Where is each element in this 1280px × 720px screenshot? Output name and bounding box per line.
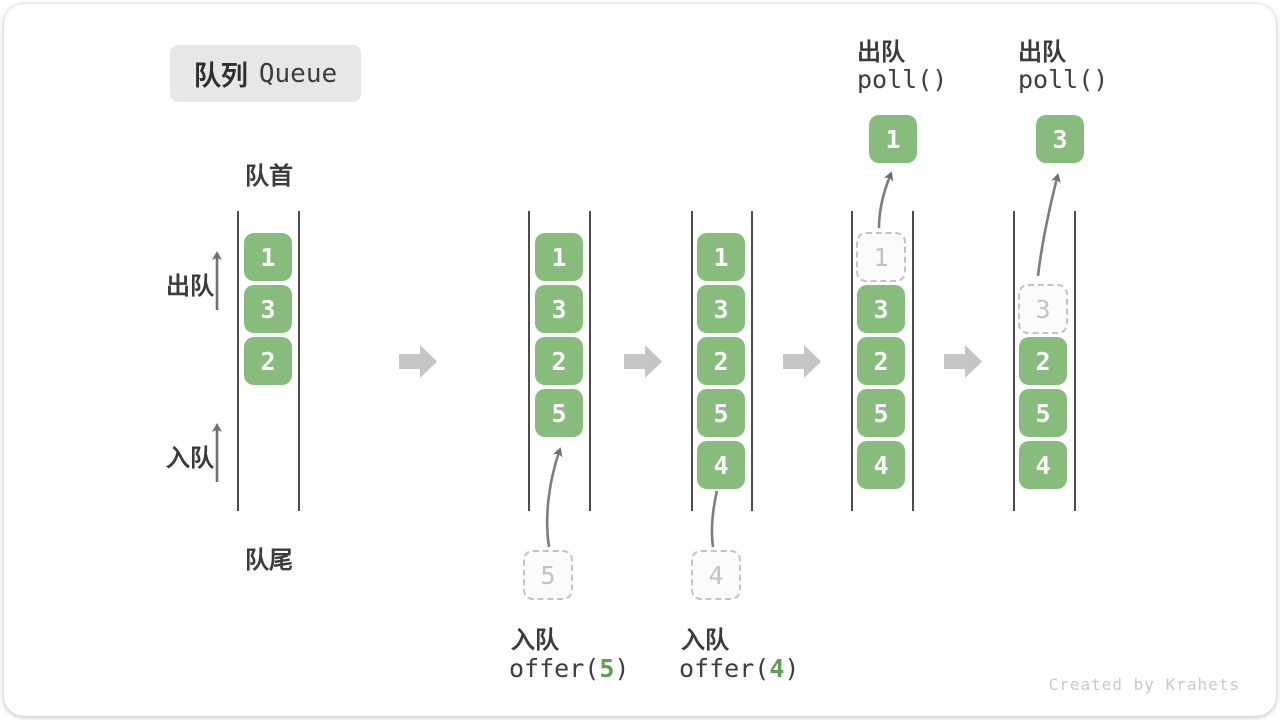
transition-arrow-icon — [399, 345, 437, 378]
queue-cell: 3 — [535, 285, 583, 333]
queue-cell: 2 — [535, 337, 583, 385]
channel-wall — [1074, 211, 1076, 511]
op-arg: 4 — [769, 654, 785, 683]
enqueue-curve-arrow-icon — [545, 447, 563, 548]
transition-arrow-icon — [783, 345, 821, 378]
watermark: Created by Krahets — [1048, 675, 1240, 694]
queue-cell: 4 — [697, 441, 745, 489]
channel-wall — [298, 211, 300, 511]
dequeue-op-code: poll() — [1018, 65, 1109, 94]
queue-cell: 1 — [697, 233, 745, 281]
channel-wall — [528, 211, 530, 511]
incoming-ghost-cell: 4 — [691, 550, 741, 600]
front-label: 队首 — [245, 163, 293, 190]
title-badge: 队列 Queue — [170, 45, 361, 102]
enqueue-op-label: 入队 — [681, 627, 729, 654]
dequeue-curve-arrow-icon — [877, 171, 894, 229]
queue-cell: 3 — [244, 285, 292, 333]
enqueue-label: 入队 — [166, 445, 214, 472]
enqueue-op-label: 入队 — [511, 627, 559, 654]
queue-cell: 2 — [857, 337, 905, 385]
dequeued-ghost-cell: 3 — [1018, 284, 1068, 334]
channel-wall — [589, 211, 591, 511]
channel-wall — [751, 211, 753, 511]
queue-diagram: 队列 Queue 队首 队尾 出队 入队 1 3 2 1 3 2 5 5 入队 … — [4, 4, 1276, 716]
title-zh: 队列 — [193, 61, 248, 91]
queue-cell: 2 — [1019, 337, 1067, 385]
channel-wall — [851, 211, 853, 511]
queue-cell: 1 — [535, 233, 583, 281]
queue-cell: 2 — [244, 337, 292, 385]
queue-cell: 5 — [1019, 389, 1067, 437]
queue-cell: 4 — [857, 441, 905, 489]
enqueue-curve-arrow-icon — [710, 481, 722, 548]
channel-wall — [691, 211, 693, 511]
incoming-ghost-cell: 5 — [523, 550, 573, 600]
title-en: Queue — [258, 58, 338, 89]
queue-cell: 1 — [244, 233, 292, 281]
transition-arrow-icon — [944, 345, 982, 378]
channel-wall — [912, 211, 914, 511]
queue-cell: 5 — [535, 389, 583, 437]
arrows-layer — [212, 171, 1061, 548]
enqueue-op-code: offer(5) — [509, 654, 630, 683]
queue-cell: 3 — [857, 285, 905, 333]
channel-wall — [237, 211, 239, 511]
queue-cell: 2 — [697, 337, 745, 385]
transition-arrow-icon — [624, 345, 662, 378]
popped-cell: 1 — [869, 115, 917, 163]
dequeue-label: 出队 — [166, 273, 214, 300]
op-arg: 5 — [599, 654, 615, 683]
dequeue-op-label: 出队 — [1018, 39, 1066, 66]
enqueue-op-code: offer(4) — [679, 654, 800, 683]
queue-cell: 4 — [1019, 441, 1067, 489]
dequeue-op-code: poll() — [857, 65, 948, 94]
queue-cell: 3 — [697, 285, 745, 333]
rear-label: 队尾 — [245, 547, 293, 574]
dequeued-ghost-cell: 1 — [856, 232, 906, 282]
dequeue-curve-arrow-icon — [1036, 173, 1061, 277]
queue-cell: 5 — [857, 389, 905, 437]
dequeue-op-label: 出队 — [857, 39, 905, 66]
channel-wall — [1013, 211, 1015, 511]
popped-cell: 3 — [1036, 115, 1084, 163]
queue-cell: 5 — [697, 389, 745, 437]
